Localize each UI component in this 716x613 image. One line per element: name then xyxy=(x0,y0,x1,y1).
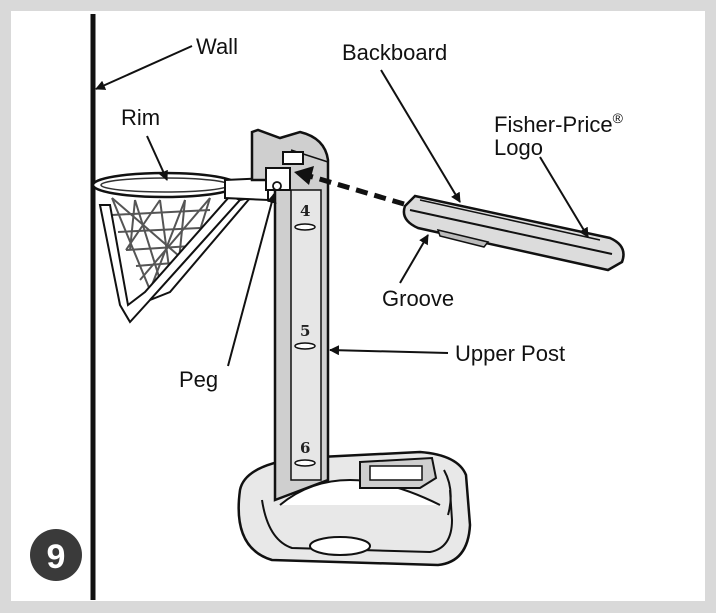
step-number: 9 xyxy=(47,538,66,576)
label-peg: Peg xyxy=(179,367,218,392)
label-wall: Wall xyxy=(196,34,238,59)
label-fisher-price: Fisher-Price® xyxy=(494,110,624,137)
label-rim: Rim xyxy=(121,105,160,130)
upper-post xyxy=(250,128,330,502)
insertion-arrow xyxy=(305,172,405,207)
basketball-net xyxy=(111,197,211,291)
label-upper-post: Upper Post xyxy=(455,341,565,366)
upper-post-leader xyxy=(329,345,449,356)
base xyxy=(237,450,472,567)
step-badge xyxy=(30,529,82,581)
wall-leader xyxy=(95,45,193,90)
peg xyxy=(272,181,282,191)
label-logo: Logo xyxy=(494,135,543,160)
rim xyxy=(91,171,269,202)
label-backboard: Backboard xyxy=(342,40,447,65)
backboard-leader xyxy=(380,69,461,203)
insertion-arrowhead xyxy=(294,166,314,185)
rim-leader xyxy=(146,135,168,181)
label-groove: Groove xyxy=(382,286,454,311)
height-mark-5: 5 xyxy=(300,322,310,340)
backboard xyxy=(402,194,625,272)
peg-leader xyxy=(227,193,277,367)
logo-leader xyxy=(539,156,589,238)
height-mark-6: 6 xyxy=(300,439,310,457)
groove-leader xyxy=(399,234,429,284)
height-mark-4: 4 xyxy=(300,202,310,220)
